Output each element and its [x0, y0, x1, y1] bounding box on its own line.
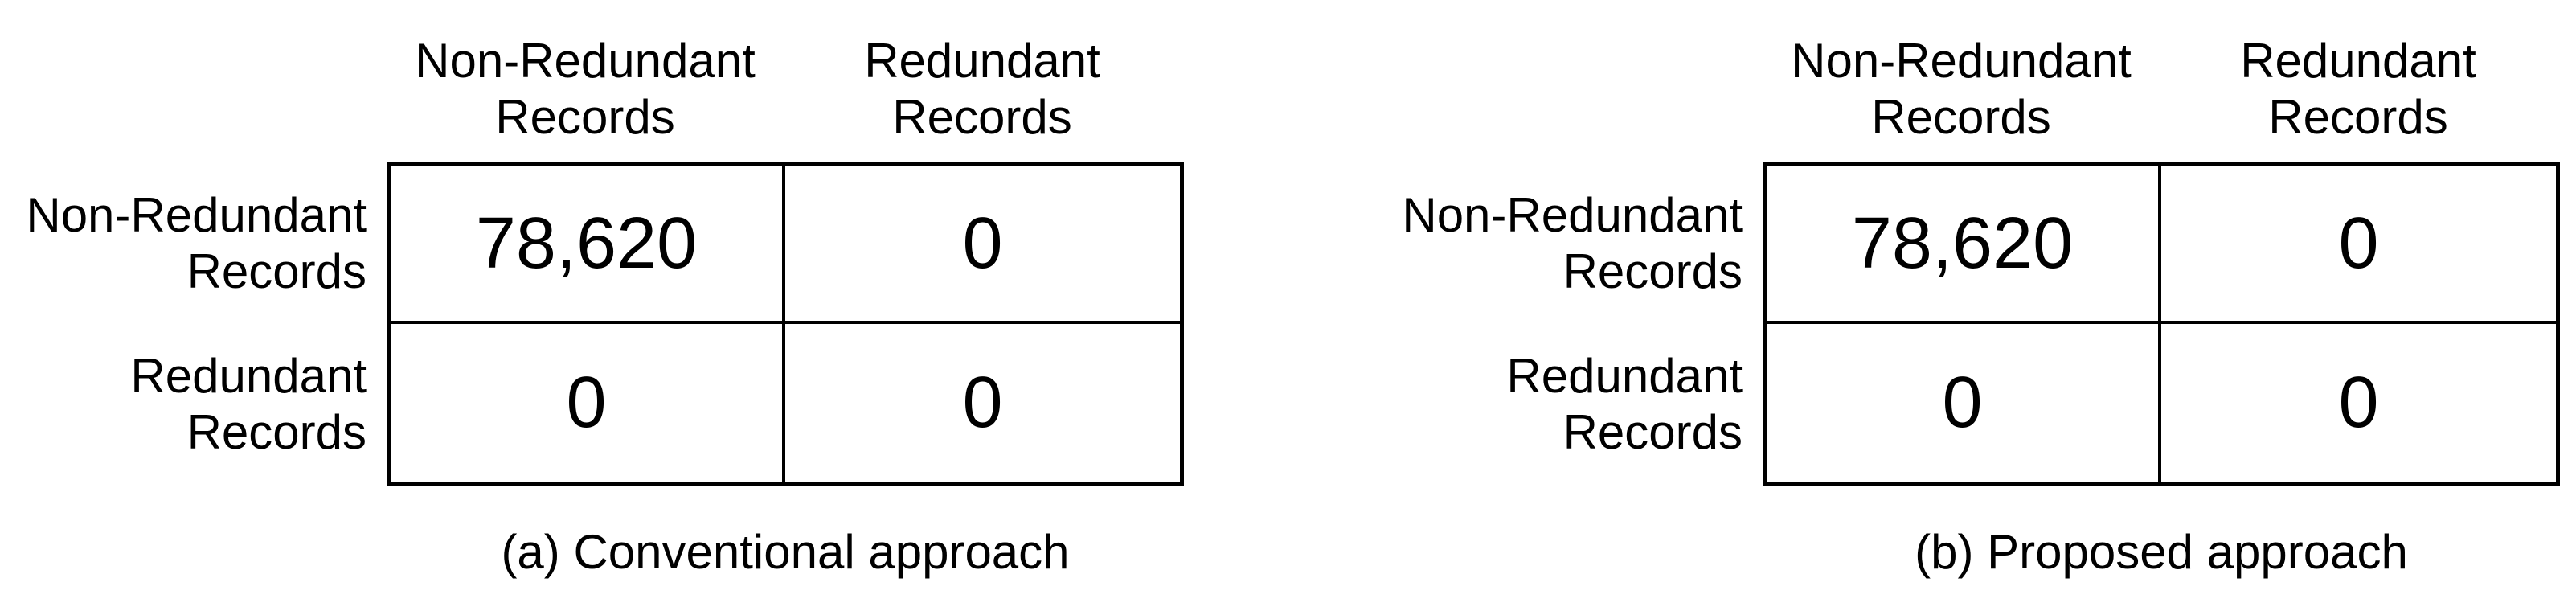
column-header-non-redundant: Non-Redundant Records [387, 33, 784, 146]
matrix-cell-nonredundant-nonredundant: 78,620 [1767, 166, 2161, 324]
panel-proposed-approach: Non-Redundant Records Redundant Records … [1376, 0, 2576, 611]
matrix-cell-redundant-nonredundant: 0 [391, 324, 785, 482]
confusion-matrix-b: 78,620 0 0 0 [1763, 162, 2560, 486]
row-header-redundant: Redundant Records [0, 324, 387, 484]
column-header-non-redundant: Non-Redundant Records [1763, 33, 2160, 146]
row-header-line: Records [186, 404, 367, 459]
column-header-line: Non-Redundant [415, 34, 756, 88]
column-header-line: Redundant [864, 34, 1100, 88]
matrix-cell-nonredundant-redundant: 0 [2161, 166, 2556, 324]
row-header-line: Redundant [130, 348, 367, 403]
column-header-line: Records [2268, 90, 2448, 144]
column-header-redundant: Redundant Records [784, 33, 1181, 146]
column-header-line: Redundant [2240, 34, 2476, 88]
panel-caption-a: (a) Conventional approach [501, 525, 1070, 579]
row-header-line: Redundant [1506, 348, 1743, 403]
panel-conventional-approach: Non-Redundant Records Redundant Records … [0, 0, 1200, 611]
row-header-line: Non-Redundant [26, 187, 367, 242]
row-header-line: Non-Redundant [1402, 187, 1743, 242]
panel-caption-b: (b) Proposed approach [1915, 525, 2408, 579]
matrix-cell-redundant-nonredundant: 0 [1767, 324, 2161, 482]
confusion-matrix-a: 78,620 0 0 0 [387, 162, 1184, 486]
column-header-line: Records [1871, 90, 2051, 144]
column-header-redundant: Redundant Records [2160, 33, 2557, 146]
matrix-cell-nonredundant-redundant: 0 [785, 166, 1180, 324]
row-header-line: Records [1562, 404, 1743, 459]
row-header-non-redundant: Non-Redundant Records [0, 162, 387, 324]
column-header-line: Records [892, 90, 1072, 144]
row-header-line: Records [186, 244, 367, 298]
column-header-line: Non-Redundant [1791, 34, 2132, 88]
column-header-line: Records [495, 90, 675, 144]
row-header-line: Records [1562, 244, 1743, 298]
matrix-cell-nonredundant-nonredundant: 78,620 [391, 166, 785, 324]
row-header-non-redundant: Non-Redundant Records [1376, 162, 1763, 324]
row-header-redundant: Redundant Records [1376, 324, 1763, 484]
matrix-cell-redundant-redundant: 0 [962, 363, 1003, 443]
matrix-cell-redundant-redundant: 0 [2338, 363, 2379, 443]
